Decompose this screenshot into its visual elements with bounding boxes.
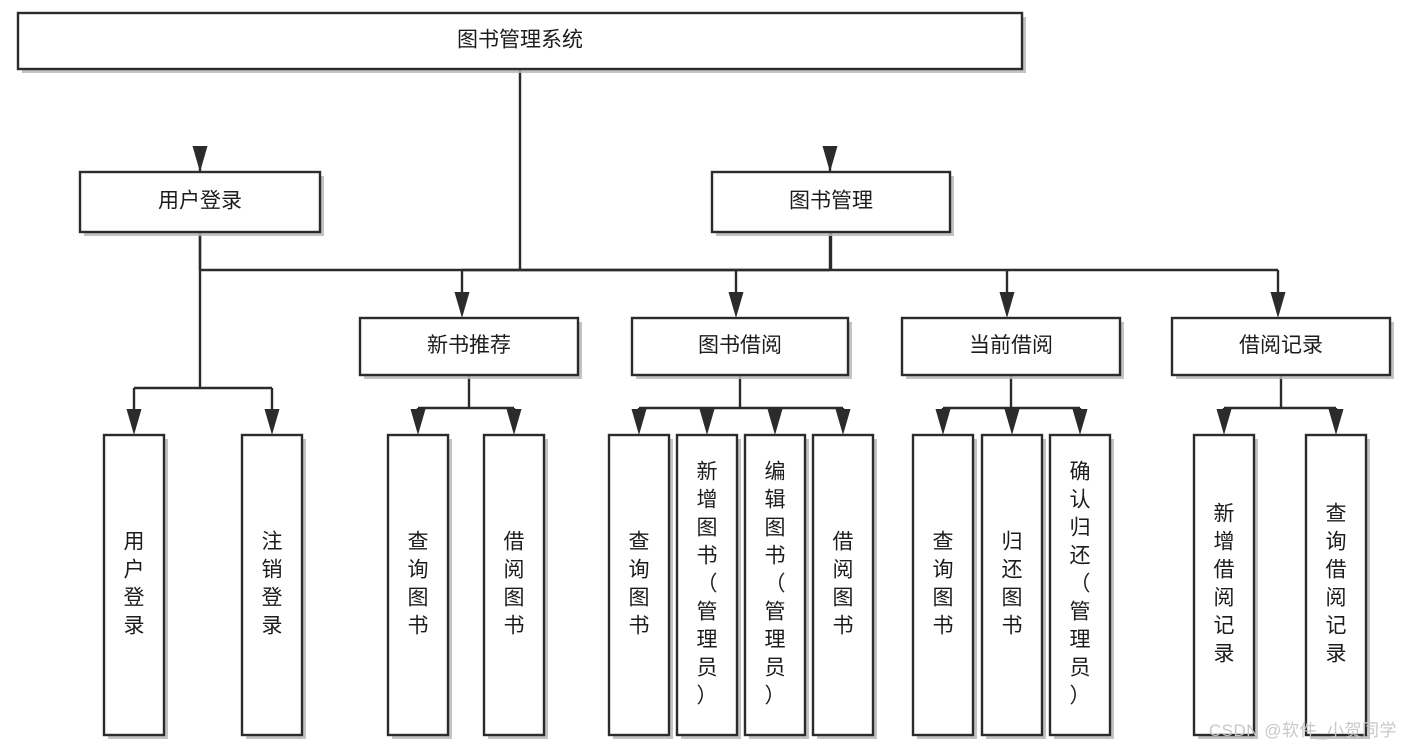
node-label: 借阅记录 [1239,334,1323,357]
node-box[interactable] [811,433,875,737]
node-label: 注销登录 [262,531,283,638]
node-box[interactable] [1192,433,1256,737]
arrow-head-icon [699,409,715,435]
node-label: 查询图书 [629,531,650,638]
node-box[interactable] [743,433,807,737]
node-box[interactable] [980,433,1044,737]
node-leaf-query-record[interactable]: 查询借阅记录 [1304,433,1370,739]
node-leaf-return-book[interactable]: 归还图书 [980,433,1046,739]
edges-layer [126,69,1344,435]
node-label: 借阅图书 [833,531,854,638]
node-box[interactable] [482,433,546,737]
arrow-head-icon [1270,292,1286,318]
connector-new-book-recommend [410,375,522,435]
node-leaf-add-record[interactable]: 新增借阅记录 [1192,433,1258,739]
node-box[interactable] [102,433,166,737]
node-label: 查询图书 [408,531,429,638]
node-box[interactable] [607,433,671,737]
node-label: 归还图书 [1002,531,1023,638]
node-leaf-borrow-book-2[interactable]: 借阅图书 [811,433,877,739]
node-label: 新增图书（管理员） [697,461,718,708]
arrow-head-icon [1216,409,1232,435]
watermark-label: CSDN @软件_小贺同学 [1208,721,1397,740]
arrow-head-icon [192,146,208,172]
node-label: 用户登录 [158,190,242,213]
node-box[interactable] [240,433,304,737]
connector-user-login [126,232,280,435]
arrow-head-icon [935,409,951,435]
node-box[interactable] [386,433,450,737]
connector-borrow-record [1216,375,1344,435]
node-leaf-query-book-2[interactable]: 查询图书 [607,433,673,739]
nodes-layer: 图书管理系统用户登录图书管理新书推荐图书借阅当前借阅借阅记录用户登录注销登录查询… [16,11,1394,739]
node-label: 当前借阅 [969,334,1053,357]
arrow-head-icon [264,409,280,435]
node-label: 新书推荐 [427,334,511,357]
node-leaf-edit-book[interactable]: 编辑图书（管理员） [743,433,809,739]
node-borrow-record[interactable]: 借阅记录 [1170,316,1394,379]
node-box[interactable] [358,316,580,377]
node-label: 用户登录 [124,531,145,638]
node-box[interactable] [630,316,850,377]
node-leaf-user-login[interactable]: 用户登录 [102,433,168,739]
node-leaf-user-logout[interactable]: 注销登录 [240,433,306,739]
arrow-head-icon [822,146,838,172]
connector-book-manage [454,232,1286,318]
node-book-manage[interactable]: 图书管理 [710,170,954,236]
node-box[interactable] [911,433,975,737]
node-label: 借阅图书 [504,531,525,638]
node-box[interactable] [900,316,1122,377]
node-leaf-borrow-book-1[interactable]: 借阅图书 [482,433,548,739]
node-box[interactable] [1304,433,1368,737]
node-current-borrow[interactable]: 当前借阅 [900,316,1124,379]
node-box[interactable] [1048,433,1112,737]
node-box[interactable] [710,170,952,234]
arrow-head-icon [767,409,783,435]
connector-current-borrow [935,375,1088,435]
arrow-head-icon [1072,409,1088,435]
arrow-head-icon [1328,409,1344,435]
node-label: 查询图书 [933,531,954,638]
node-leaf-query-book-1[interactable]: 查询图书 [386,433,452,739]
node-book-borrow[interactable]: 图书借阅 [630,316,852,379]
arrow-head-icon [728,292,744,318]
node-label: 新增借阅记录 [1214,503,1235,666]
node-leaf-confirm-return[interactable]: 确认归还（管理员） [1048,433,1114,739]
node-label: 查询借阅记录 [1326,503,1347,666]
arrow-head-icon [506,409,522,435]
arrow-head-icon [454,292,470,318]
arrow-head-icon [999,292,1015,318]
node-label: 图书管理 [789,190,873,213]
arrow-head-icon [835,409,851,435]
arrow-head-icon [126,409,142,435]
connector-book-borrow [631,375,851,435]
node-leaf-add-book[interactable]: 新增图书（管理员） [675,433,741,739]
node-label: 图书管理系统 [457,29,583,52]
node-label: 确认归还（管理员） [1070,461,1091,708]
node-label: 编辑图书（管理员） [765,461,786,708]
arrow-head-icon [631,409,647,435]
node-box[interactable] [675,433,739,737]
node-new-book-recommend[interactable]: 新书推荐 [358,316,582,379]
arrow-head-icon [1004,409,1020,435]
node-label: 图书借阅 [698,334,782,357]
node-leaf-query-book-3[interactable]: 查询图书 [911,433,977,739]
node-box[interactable] [1170,316,1392,377]
arrow-head-icon [410,409,426,435]
node-box[interactable] [78,170,322,234]
node-root[interactable]: 图书管理系统 [16,11,1026,73]
node-box[interactable] [16,11,1024,71]
node-user-login[interactable]: 用户登录 [78,170,324,236]
connector-root [192,69,838,272]
